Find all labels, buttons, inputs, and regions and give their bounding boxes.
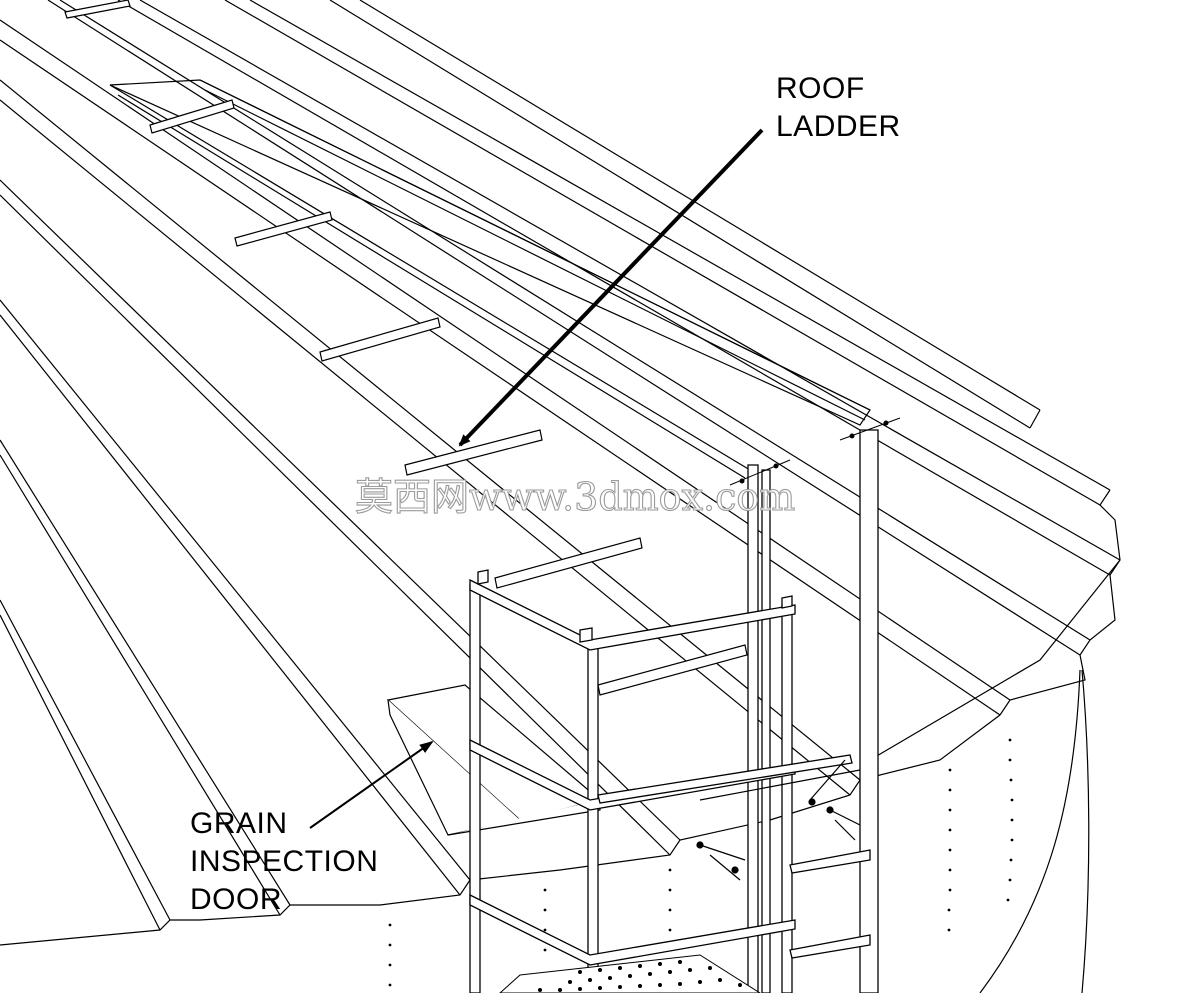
roof-panels	[0, 0, 1121, 946]
ladder-brackets	[696, 759, 861, 881]
roof-ladder-label: ROOF LADDER	[776, 72, 901, 143]
roof-ladder-arrow	[458, 128, 764, 447]
roof-ladder-label-line-2: LADDER	[776, 110, 901, 143]
cage-ladder	[469, 429, 879, 994]
silo-wall	[979, 669, 1090, 994]
callout-arrows	[309, 128, 764, 829]
inspection-door-arrow	[309, 740, 434, 829]
grain-door-label-line-2: INSPECTION	[190, 845, 378, 878]
perforated-platform	[498, 954, 762, 994]
grain-door-label-line-1: GRAIN	[190, 807, 288, 840]
roof-ladder	[64, 0, 871, 696]
watermark: 莫西网www.3dmox.com	[355, 475, 795, 519]
attachment-markers	[729, 417, 901, 486]
grain-inspection-door-label: GRAIN INSPECTION DOOR	[190, 807, 378, 916]
roof-ladder-label-line-1: ROOF	[776, 72, 865, 105]
grain-door-label-line-3: DOOR	[190, 883, 282, 916]
wall-bolt-rows	[388, 738, 1014, 987]
